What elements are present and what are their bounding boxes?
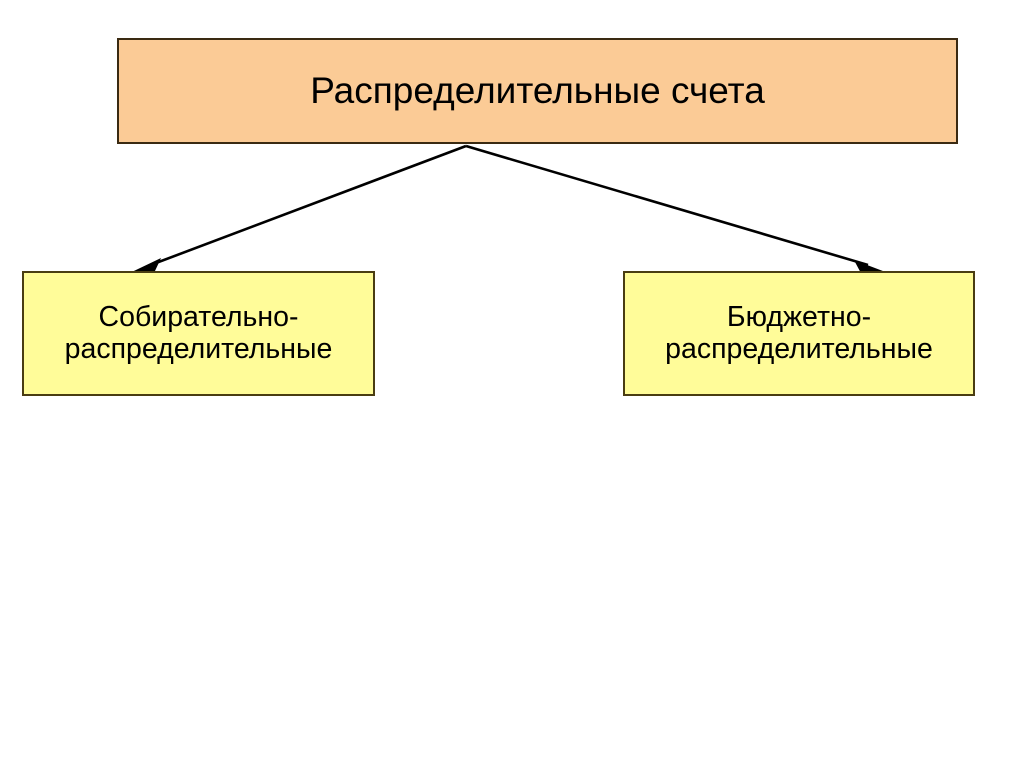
diagram-root-label: Распределительные счета [310,70,765,112]
diagram-child-node-collective: Собирательно- распределительные [22,271,375,396]
label-line-1: Бюджетно- [726,300,872,333]
arrow-to-right-child [465,144,886,279]
label-line-2: распределительные [64,332,333,365]
label-line-1: Собирательно- [98,300,299,333]
diagram-child-label-budget: Бюджетно- распределительные [625,300,973,366]
arrow-to-left-child [131,144,467,277]
diagram-child-node-budget: Бюджетно- распределительные [623,271,975,396]
diagram-child-label-collective: Собирательно- распределительные [24,300,373,366]
diagram-root-node: Распределительные счета [117,38,958,144]
label-line-2: распределительные [665,332,933,365]
